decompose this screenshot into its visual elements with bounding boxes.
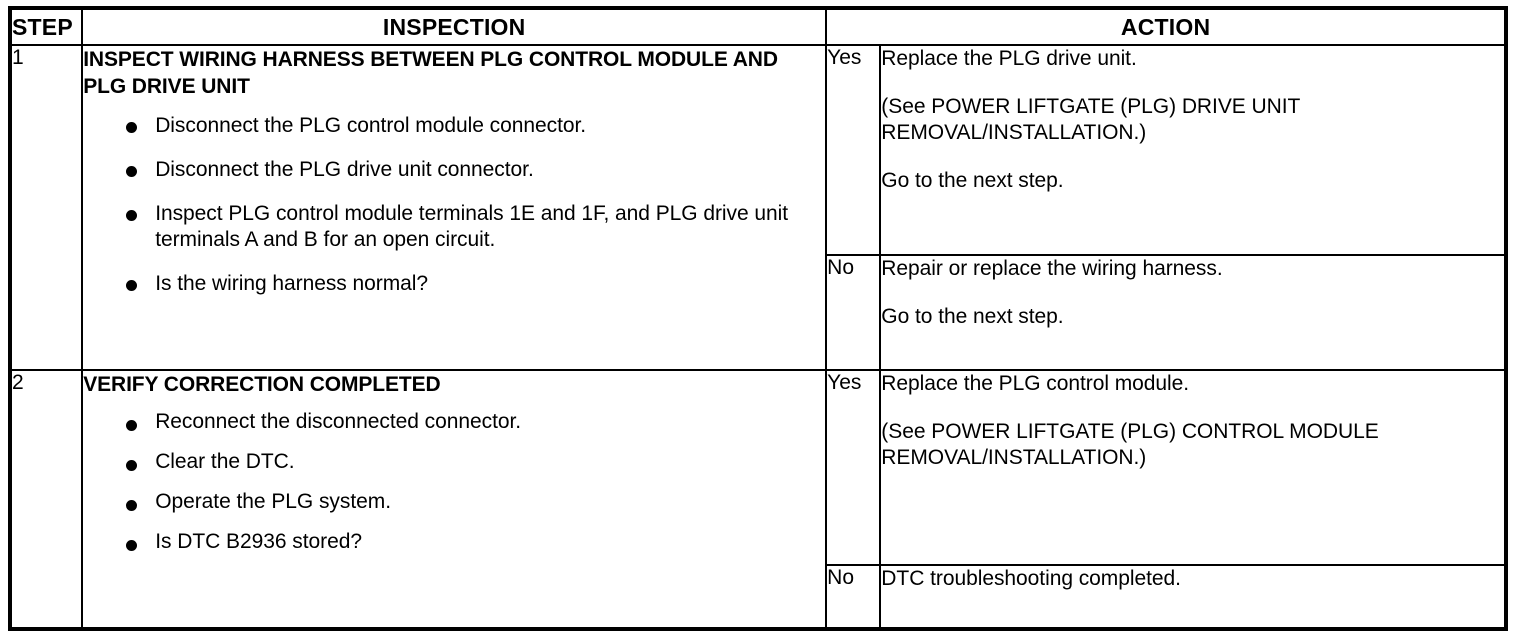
inspection-title: INSPECT WIRING HARNESS BETWEEN PLG CONTR… (83, 48, 778, 98)
list-item-text: Reconnect the disconnected connector. (155, 410, 522, 433)
header-inspection: INSPECTION (81, 7, 828, 46)
step-number-1: 1 (8, 44, 84, 371)
bullet-icon (126, 166, 138, 177)
bullet-icon (126, 500, 138, 511)
action-line: Go to the next step. (881, 305, 1064, 328)
outcome-label-yes-step-1: Yes (825, 44, 882, 256)
table-row: 1 INSPECT WIRING HARNESS BETWEEN PLG CON… (8, 44, 1507, 371)
bullet-icon (126, 460, 138, 471)
step-number-2: 2 (8, 369, 84, 630)
inspection-title: VERIFY CORRECTION COMPLETED (83, 373, 441, 396)
action-line: (See POWER LIFTGATE (PLG) CONTROL MODULE… (881, 420, 1379, 469)
list-item: Is DTC B2936 stored? (83, 522, 825, 562)
action-cell-no-step-2: DTC troubleshooting completed. (879, 564, 1507, 630)
outcome-label-yes-step-2: Yes (825, 369, 882, 566)
action-line: (See POWER LIFTGATE (PLG) DRIVE UNIT REM… (881, 95, 1300, 144)
action-line: Go to the next step. (881, 169, 1064, 192)
action-line: Repair or replace the wiring harness. (881, 257, 1223, 280)
action-line: Replace the PLG drive unit. (881, 47, 1137, 70)
list-item: Is the wiring harness normal? (83, 262, 825, 306)
inspection-bullet-list: Disconnect the PLG control module connec… (83, 104, 825, 306)
inspection-cell-step-1: INSPECT WIRING HARNESS BETWEEN PLG CONTR… (81, 44, 828, 371)
action-cell-yes-step-2: Replace the PLG control module. (See POW… (879, 369, 1507, 566)
list-item-text: Operate the PLG system. (155, 490, 391, 513)
action-cell-no-step-1: Repair or replace the wiring harness. Go… (879, 254, 1507, 371)
list-item-text: Inspect PLG control module terminals 1E … (155, 202, 789, 251)
list-item-text: Disconnect the PLG control module connec… (155, 114, 587, 137)
list-item-text: Disconnect the PLG drive unit connector. (155, 158, 534, 181)
bullet-icon (126, 122, 138, 133)
outcome-label-no-step-2: No (825, 564, 882, 630)
list-item: Operate the PLG system. (83, 482, 825, 522)
table-row: No Repair or replace the wiring harness.… (10, 254, 1507, 371)
list-item-text: Is DTC B2936 stored? (155, 530, 362, 553)
list-item: Disconnect the PLG control module connec… (83, 104, 825, 148)
table-row: 2 VERIFY CORRECTION COMPLETED Reconnect … (8, 369, 1507, 630)
header-step: STEP (8, 7, 84, 46)
outcome-label-no-step-1: No (825, 254, 882, 371)
dtc-troubleshooting-table: STEP INSPECTION ACTION 1 INSPECT WIRING … (8, 6, 1508, 631)
list-item: Reconnect the disconnected connector. (83, 402, 825, 442)
bullet-icon (126, 210, 138, 221)
action-line: Replace the PLG control module. (881, 372, 1190, 395)
inspection-cell-step-2: VERIFY CORRECTION COMPLETED Reconnect th… (81, 369, 828, 630)
list-item-text: Is the wiring harness normal? (155, 272, 429, 295)
list-item: Disconnect the PLG drive unit connector. (83, 148, 825, 192)
bullet-icon (126, 420, 138, 431)
list-item: Inspect PLG control module terminals 1E … (83, 192, 825, 262)
action-line: DTC troubleshooting completed. (881, 567, 1181, 590)
inspection-bullet-list: Reconnect the disconnected connector. Cl… (83, 402, 825, 562)
bullet-icon (126, 280, 138, 291)
list-item-text: Clear the DTC. (155, 450, 295, 473)
action-cell-yes-step-1: Replace the PLG drive unit. (See POWER L… (879, 44, 1507, 256)
list-item: Clear the DTC. (83, 442, 825, 482)
table-header-row: STEP INSPECTION ACTION (8, 7, 1507, 46)
header-action: ACTION (825, 7, 1507, 46)
table-row: No DTC troubleshooting completed. (10, 564, 1507, 630)
bullet-icon (126, 540, 138, 551)
